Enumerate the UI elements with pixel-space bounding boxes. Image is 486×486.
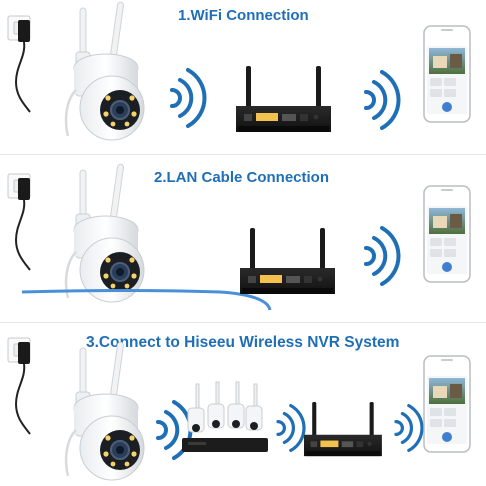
smartphone-icon	[423, 25, 471, 123]
ptz-camera-icon	[64, 0, 146, 142]
section-title-nvr: 3.Connect to Hiseeu Wireless NVR System	[86, 334, 400, 351]
power-adapter-icon	[7, 337, 31, 435]
router-icon	[240, 228, 335, 294]
smartphone-icon	[423, 185, 471, 283]
router-icon	[304, 402, 382, 457]
nvr-kit-icon	[182, 381, 268, 452]
router-icon	[236, 66, 331, 132]
section-title-lan: 2.LAN Cable Connection	[154, 169, 330, 186]
wifi-signal-icon	[276, 404, 306, 452]
power-adapter-icon	[7, 173, 31, 271]
wifi-signal-icon	[394, 404, 424, 452]
ethernet-cable-icon	[21, 289, 272, 311]
wifi-signal-icon	[364, 70, 401, 130]
power-adapter-icon	[7, 15, 31, 113]
section-title-wifi: 1.WiFi Connection	[178, 7, 309, 24]
ptz-camera-icon	[64, 340, 146, 482]
smartphone-icon	[423, 355, 471, 453]
ptz-camera-icon	[64, 162, 146, 304]
wifi-signal-icon	[364, 226, 401, 286]
wifi-signal-icon	[170, 68, 207, 128]
